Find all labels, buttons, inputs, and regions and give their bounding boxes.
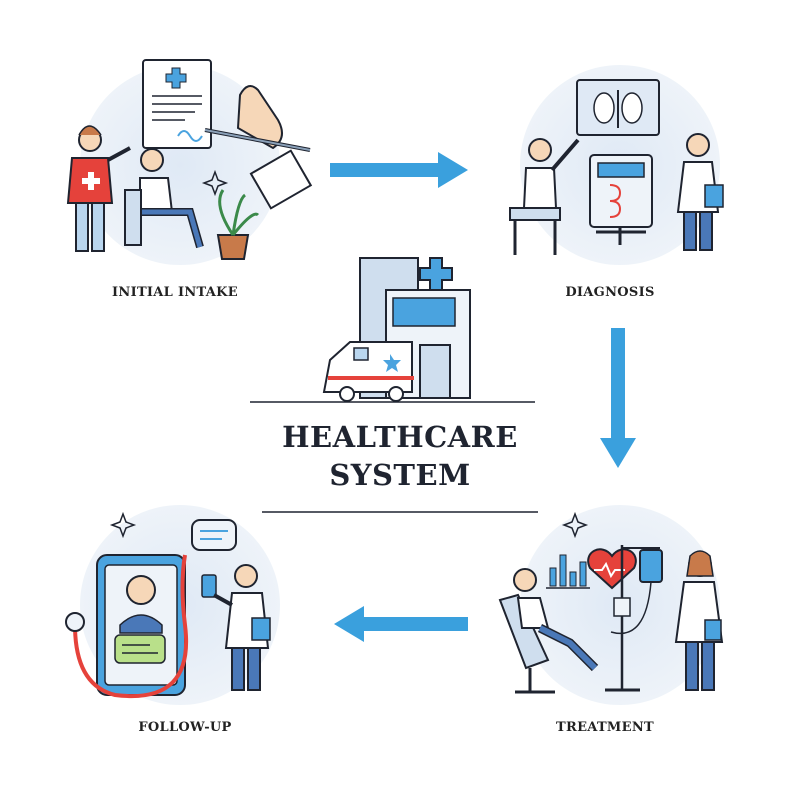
nurse-figure-icon xyxy=(674,550,724,691)
diagnosis-illustration xyxy=(509,65,724,265)
smartphone-icon xyxy=(96,554,186,696)
arrow-right-icon xyxy=(330,152,468,188)
treatment-illustration xyxy=(498,505,724,705)
chat-bubble-icon xyxy=(191,519,237,551)
stethoscope-icon xyxy=(65,554,189,699)
ambulance-icon xyxy=(322,341,414,402)
doctor-figure-icon xyxy=(201,564,271,691)
scanner-machine-icon xyxy=(589,154,653,245)
step-label-follow-up: FOLLOW-UP xyxy=(138,720,232,735)
intake-illustration xyxy=(66,59,313,265)
patient-figure-icon xyxy=(124,148,204,249)
doctor-figure-icon xyxy=(676,133,724,251)
plant-icon xyxy=(216,189,260,260)
heart-icon xyxy=(587,548,637,590)
arrow-left-icon xyxy=(334,606,468,642)
patient-figure-icon xyxy=(498,568,599,694)
woman-figure-icon xyxy=(66,125,131,252)
patient-figure-icon xyxy=(509,138,580,255)
step-label-diagnosis: DIAGNOSIS xyxy=(565,285,655,300)
iv-drip-icon xyxy=(605,545,663,692)
step-label-initial-intake: INITIAL INTAKE xyxy=(112,285,238,300)
bar-chart-icon xyxy=(546,554,590,589)
diagram-title-line-1: HEALTHCARE xyxy=(282,420,518,454)
document-icon xyxy=(142,59,212,149)
follow-up-illustration xyxy=(65,505,280,705)
diagram-title-line-2: SYSTEM xyxy=(329,458,471,492)
hospital-cross-icon xyxy=(419,257,453,291)
xray-icon xyxy=(576,79,660,136)
arrow-down-icon xyxy=(600,328,636,468)
pen-hand-icon xyxy=(204,85,313,210)
step-label-treatment: TREATMENT xyxy=(556,720,654,735)
hospital-illustration xyxy=(250,257,535,403)
